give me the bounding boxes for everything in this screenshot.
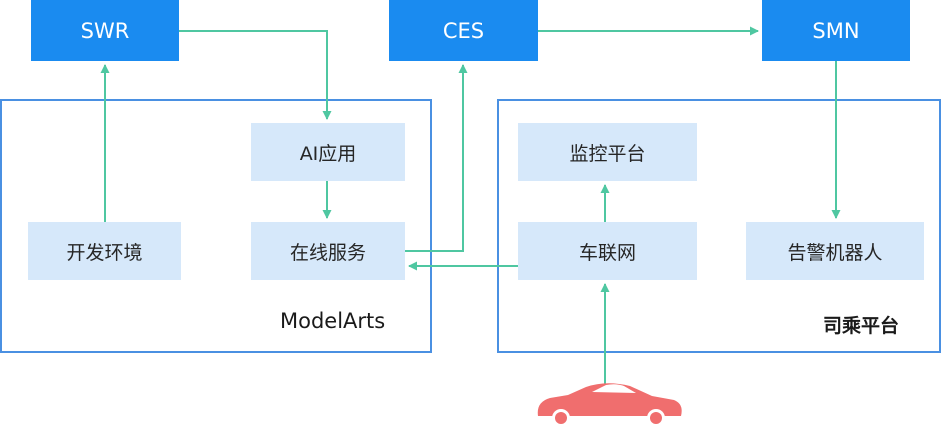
swr-label: SWR — [80, 18, 130, 43]
alarm-robot-box: 告警机器人 — [746, 222, 924, 280]
ai-app-box: AI应用 — [251, 123, 405, 181]
ces-box: CES — [389, 0, 538, 61]
sicheng-label: 司乘平台 — [823, 315, 900, 337]
online-service-box: 在线服务 — [251, 222, 405, 280]
monitoring-box: 监控平台 — [518, 123, 697, 181]
online-service-label: 在线服务 — [289, 241, 366, 264]
ces-label: CES — [442, 18, 485, 43]
iov-box: 车联网 — [518, 222, 697, 280]
arrow-online-service-to-ces — [405, 64, 468, 252]
ai-app-label: AI应用 — [299, 142, 357, 165]
iov-label: 车联网 — [578, 241, 636, 264]
swr-box: SWR — [31, 0, 179, 61]
monitoring-label: 监控平台 — [569, 142, 646, 165]
alarm-robot-label: 告警机器人 — [787, 241, 883, 264]
smn-label: SMN — [812, 18, 860, 43]
dev-env-box: 开发环境 — [28, 222, 181, 280]
dev-env-label: 开发环境 — [66, 241, 143, 264]
modelarts-label: ModelArts — [280, 309, 386, 333]
smn-box: SMN — [762, 0, 910, 61]
arrow-swr-to-ai-app — [179, 30, 332, 120]
